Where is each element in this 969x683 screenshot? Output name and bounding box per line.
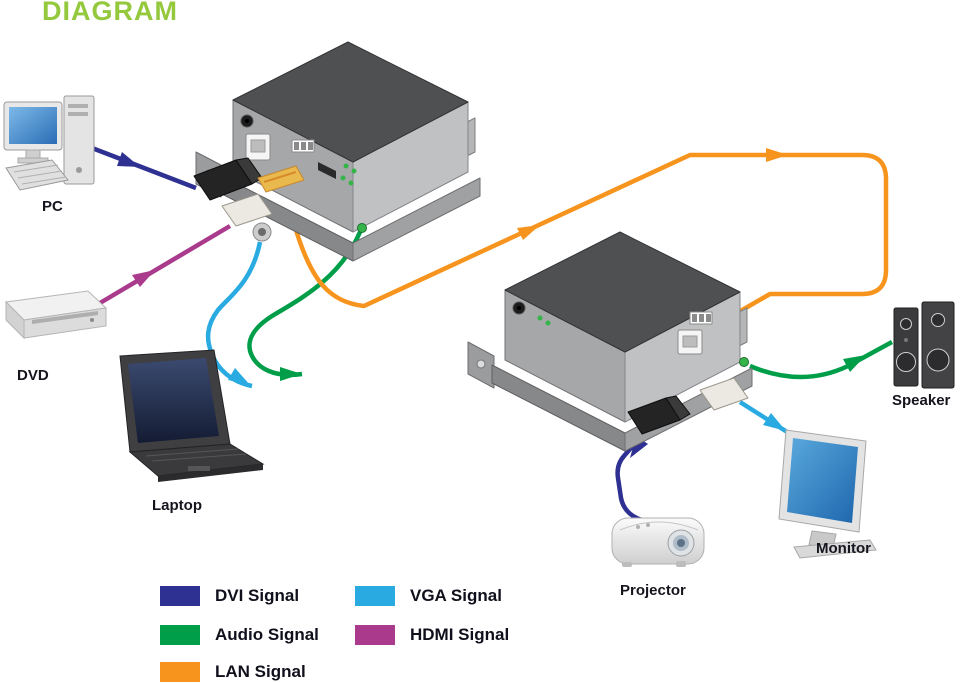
pc-device bbox=[3, 95, 95, 191]
transmitter-box bbox=[193, 41, 481, 262]
vga-plug bbox=[699, 377, 749, 411]
laptop-keyboard-line bbox=[145, 448, 239, 457]
speaker-port bbox=[904, 338, 908, 342]
rj45-slot bbox=[682, 335, 698, 348]
dvd-player bbox=[4, 290, 108, 340]
speaker-tweeter bbox=[931, 313, 945, 327]
legend-label-vga: VGA Signal bbox=[410, 586, 502, 605]
laptop-screen bbox=[128, 358, 219, 443]
monitor-label: Monitor bbox=[816, 540, 871, 557]
projector-button bbox=[646, 523, 650, 527]
projector-lens-glass bbox=[677, 539, 685, 547]
signal-arrows bbox=[117, 148, 866, 458]
receiver-top-face bbox=[504, 231, 741, 353]
led-indicator bbox=[545, 320, 551, 326]
laptop-label: Laptop bbox=[152, 497, 202, 514]
led-indicator bbox=[340, 175, 346, 181]
pc-tower-drive-slot bbox=[68, 104, 88, 108]
lan-arrow-top bbox=[766, 148, 788, 162]
audio-rca-center bbox=[258, 228, 266, 236]
page-title: DIAGRAM bbox=[42, 0, 178, 26]
pc-label: PC bbox=[42, 198, 63, 215]
hdmi-arrow-to-transmitter bbox=[132, 270, 155, 287]
monitor-screen bbox=[787, 438, 858, 523]
vga-line-transmitter-laptop bbox=[205, 241, 263, 389]
dvd-button bbox=[90, 318, 94, 322]
speaker-device bbox=[893, 301, 955, 389]
pc-keyboard-keys bbox=[17, 170, 63, 179]
pc-monitor-stand bbox=[25, 149, 41, 159]
laptop-device bbox=[119, 349, 265, 482]
dip-switch-key bbox=[294, 142, 299, 150]
dvi-plug-head bbox=[665, 395, 691, 421]
projector-top-seam bbox=[619, 521, 699, 531]
legend-swatch-audio bbox=[160, 625, 200, 645]
audio-arrow-near-laptop bbox=[280, 367, 302, 381]
legend-label-dvi: DVI Signal bbox=[215, 586, 300, 605]
legend-label-lan: LAN Signal bbox=[215, 662, 306, 681]
legend-swatch-lan bbox=[160, 662, 200, 682]
dvd-disc-tray bbox=[32, 311, 98, 324]
power-jack-pin bbox=[245, 119, 249, 123]
vga-plug bbox=[221, 193, 273, 227]
dip-switch-key bbox=[301, 142, 306, 150]
monitor-base bbox=[793, 539, 877, 559]
dvi-line-receiver-to-projector bbox=[615, 426, 661, 528]
pc-tower bbox=[63, 95, 95, 185]
dvd-label: DVD bbox=[17, 367, 49, 384]
dip-switch-key bbox=[699, 314, 704, 322]
dvi-line-pc-to-transmitter bbox=[91, 145, 197, 191]
audio-port bbox=[739, 357, 749, 367]
transmitter-base-right bbox=[352, 177, 481, 262]
speaker-tweeter bbox=[900, 318, 912, 330]
hdmi-line-dvd-to-transmitter bbox=[98, 224, 232, 305]
audio-port bbox=[357, 223, 367, 233]
laptop-front-lip bbox=[158, 464, 263, 482]
audio-line-receiver-to-speaker bbox=[749, 340, 894, 380]
legend-label-audio: Audio Signal bbox=[215, 625, 319, 644]
led-indicator bbox=[351, 168, 357, 174]
receiver-box bbox=[467, 231, 753, 452]
speaker-label: Speaker bbox=[892, 392, 951, 409]
projector-button bbox=[636, 525, 640, 529]
hdmi-slot bbox=[318, 162, 336, 179]
flange-screw-hole bbox=[476, 359, 486, 369]
projector-device bbox=[611, 517, 705, 567]
pc-keyboard-keys bbox=[13, 164, 59, 173]
projector-label: Projector bbox=[620, 582, 686, 599]
led-indicator bbox=[343, 163, 349, 169]
signal-lines bbox=[91, 145, 894, 528]
lan-line-transmitter-to-receiver bbox=[293, 152, 889, 334]
vga-arrow-to-monitor bbox=[763, 413, 786, 431]
pc-tower-drive-slot bbox=[68, 112, 88, 116]
speaker-woofer bbox=[926, 348, 950, 372]
pc-keyboard-keys bbox=[21, 176, 67, 185]
power-jack-pin bbox=[517, 306, 521, 310]
laptop-trackpad bbox=[188, 466, 210, 471]
projector-foot bbox=[676, 561, 686, 567]
dvi-arrow-to-transmitter bbox=[117, 152, 140, 167]
monitor-device bbox=[778, 429, 877, 559]
legend-swatch-vga bbox=[355, 586, 395, 606]
pc-power-button bbox=[76, 167, 82, 173]
vga-arrow-near-laptop bbox=[228, 368, 250, 385]
audio-arrow-to-speaker bbox=[843, 355, 866, 372]
rj45-slot bbox=[250, 139, 266, 153]
laptop-keyboard-line bbox=[151, 453, 247, 462]
legend-swatch-dvi bbox=[160, 586, 200, 606]
pc-monitor-screen bbox=[9, 107, 57, 144]
led-indicator bbox=[537, 315, 543, 321]
speaker-woofer bbox=[896, 352, 916, 372]
legend-swatch-hdmi bbox=[355, 625, 395, 645]
dip-switch-key bbox=[706, 314, 711, 322]
lan-arrow-mid bbox=[517, 225, 540, 240]
dip-switch-key bbox=[692, 314, 697, 322]
hdmi-plug-stripe bbox=[263, 171, 297, 183]
dip-switch-key bbox=[308, 142, 313, 150]
projector-foot bbox=[622, 562, 632, 567]
legend-label-hdmi: HDMI Signal bbox=[410, 625, 510, 644]
audio-line-transmitter-laptop bbox=[247, 231, 363, 378]
led-indicator bbox=[348, 180, 354, 186]
